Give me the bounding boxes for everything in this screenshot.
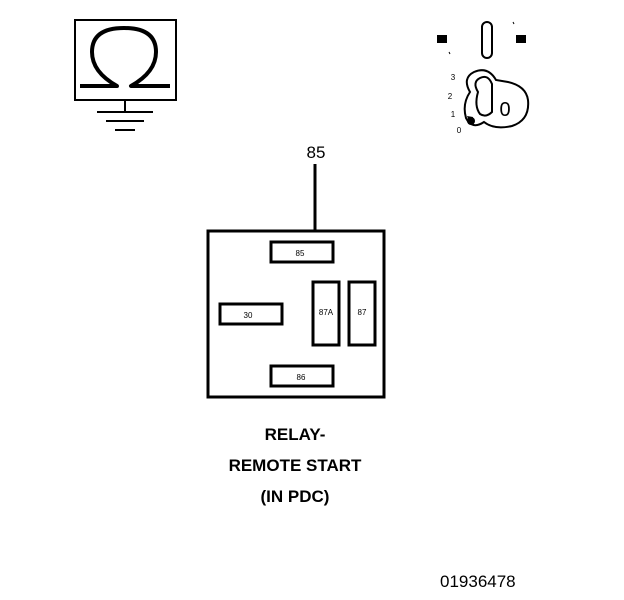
ignition-key-switch-icon: 3 2 1 0 0 xyxy=(437,21,530,135)
caption-line-3: (IN PDC) xyxy=(260,487,330,506)
relay-pin-30-label: 30 xyxy=(244,311,253,320)
ignition-pos-0: 0 xyxy=(457,126,462,135)
relay-pin-86: 86 xyxy=(269,364,335,388)
ohmmeter-icon xyxy=(74,19,177,101)
relay-pin-85-label: 85 xyxy=(296,249,305,258)
relay-pin-87a-label: 87A xyxy=(319,308,334,317)
relay-pin-87a: 87A xyxy=(311,280,341,347)
ignition-pos-2: 2 xyxy=(448,92,453,101)
relay-pin-87-label: 87 xyxy=(358,308,367,317)
ignition-pos-1: 1 xyxy=(451,110,456,119)
relay-pin-86-label: 86 xyxy=(297,373,306,382)
pin-callout-label: 85 xyxy=(307,143,326,162)
figure-id: 01936478 xyxy=(440,572,516,591)
relay-pin-30: 30 xyxy=(218,302,284,326)
key-label: 0 xyxy=(499,99,510,121)
relay-pin-85: 85 xyxy=(269,240,335,264)
ignition-pos-3: 3 xyxy=(451,73,456,82)
ground-icon xyxy=(97,100,153,131)
caption-line-1: RELAY- xyxy=(264,425,326,444)
caption-line-2: REMOTE START xyxy=(228,456,362,475)
relay-pin-87: 87 xyxy=(347,280,377,347)
